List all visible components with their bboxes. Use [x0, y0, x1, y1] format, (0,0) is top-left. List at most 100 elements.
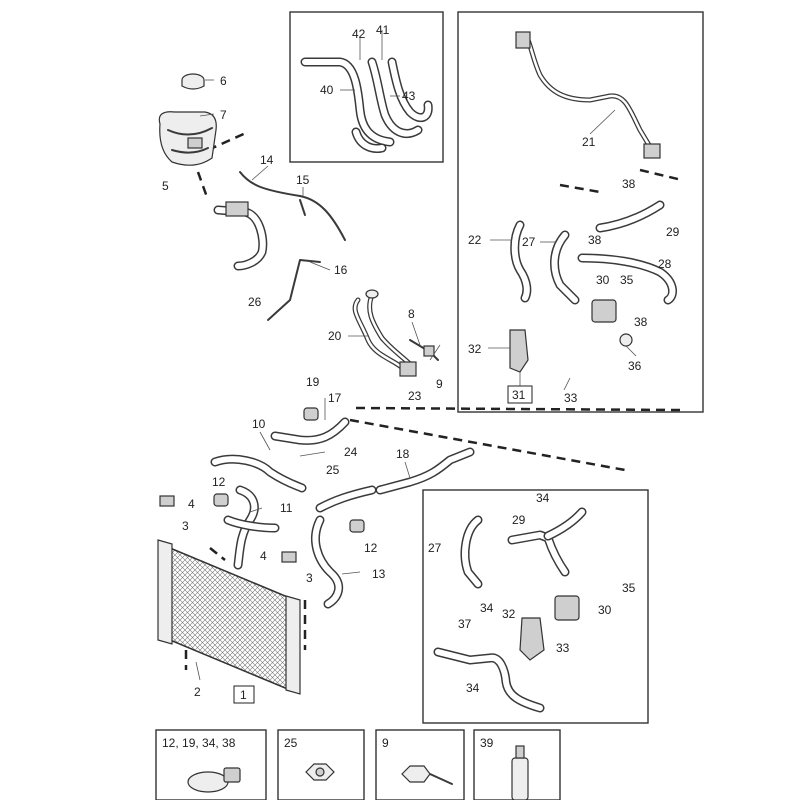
callout-4b: 4	[260, 549, 267, 563]
callout-21: 21	[582, 135, 596, 149]
callout-33b: 33	[556, 641, 570, 655]
hose-22	[510, 220, 532, 303]
legend-box-coolant: 39	[473, 729, 561, 800]
callout-34c: 34	[466, 681, 480, 695]
callout-42: 42	[352, 27, 366, 41]
hose-29	[595, 200, 665, 233]
callout-25: 25	[326, 463, 340, 477]
callout-35: 35	[620, 273, 634, 287]
callout-6: 6	[220, 74, 227, 88]
inset-box-top	[289, 11, 444, 163]
hose-26	[213, 201, 268, 271]
callout-26: 26	[248, 295, 262, 309]
callout-30: 30	[596, 273, 610, 287]
callout-35b: 35	[622, 581, 636, 595]
dashed-connector	[196, 171, 210, 201]
hose-34-37	[433, 647, 545, 713]
dashed-connector	[207, 130, 249, 152]
pipe-21	[515, 31, 661, 159]
callout-19: 19	[306, 375, 320, 389]
legend-nut-label: 25	[284, 736, 298, 750]
callout-27b: 27	[428, 541, 442, 555]
callout-5: 5	[162, 179, 169, 193]
callout-2: 2	[194, 685, 201, 699]
bleed-pipe	[239, 171, 346, 321]
callout-15: 15	[296, 173, 310, 187]
hose-17	[270, 407, 350, 445]
callout-11: 11	[280, 501, 293, 515]
callout-31-box	[507, 385, 533, 404]
callout-31: 31	[512, 388, 526, 402]
callout-29: 29	[666, 225, 680, 239]
bracket-32-bottom	[519, 617, 545, 661]
callout-24: 24	[344, 445, 358, 459]
thermostat-housing-30-bottom	[554, 595, 580, 621]
pipe-assembly-20	[352, 289, 417, 377]
callout-34b: 34	[480, 601, 494, 615]
legend-coolant-label: 39	[480, 736, 494, 750]
callout-23: 23	[408, 389, 422, 403]
callout-36: 36	[628, 359, 642, 373]
expansion-tank	[158, 73, 217, 166]
dashed-connector	[355, 406, 681, 412]
leader-lines	[195, 30, 637, 681]
callout-1-box	[233, 685, 255, 704]
dashed-connector	[209, 547, 226, 561]
callout-34a: 34	[536, 491, 550, 505]
callout-38a: 38	[622, 177, 636, 191]
callout-30b: 30	[598, 603, 612, 617]
hose-set-40-43	[300, 57, 433, 153]
callout-32: 32	[468, 342, 482, 356]
callout-38c: 38	[634, 315, 648, 329]
callout-29b: 29	[512, 513, 526, 527]
callout-9: 9	[436, 377, 443, 391]
callout-14: 14	[260, 153, 274, 167]
legend-bolt-label: 9	[382, 736, 389, 750]
callout-3a: 3	[182, 519, 189, 533]
callout-43: 43	[402, 89, 416, 103]
dashed-connector	[349, 418, 626, 472]
hose-29-bottom	[507, 507, 587, 577]
legend-box-clamp: 12, 19, 34, 38	[155, 729, 267, 800]
hose-27-bottom	[460, 515, 483, 589]
legend-box-nut: 25	[277, 729, 365, 800]
dashed-connector	[559, 183, 601, 194]
callout-16: 16	[334, 263, 348, 277]
bracket-32	[509, 329, 529, 373]
callout-37: 37	[458, 617, 472, 631]
callout-10: 10	[252, 417, 266, 431]
legend-clamp-label: 12, 19, 34, 38	[162, 736, 236, 750]
callout-32b: 32	[502, 607, 516, 621]
hose-27	[550, 230, 580, 305]
callout-41: 41	[376, 23, 390, 37]
inset-box-right	[457, 11, 704, 413]
hose-10	[210, 454, 307, 493]
inset-box-bottom	[422, 489, 649, 724]
callout-13: 13	[372, 567, 386, 581]
callout-33: 33	[564, 391, 578, 405]
callout-22: 22	[468, 233, 482, 247]
hose-11	[213, 485, 280, 570]
thermostat-housing-30	[591, 299, 633, 347]
callout-4a: 4	[188, 497, 195, 511]
callout-27: 27	[522, 235, 536, 249]
callout-8: 8	[408, 307, 415, 321]
callout-12a: 12	[212, 475, 226, 489]
callout-18: 18	[396, 447, 410, 461]
dashed-connector	[639, 168, 683, 182]
hose-28	[577, 253, 677, 305]
legend-box-bolt: 9	[375, 729, 465, 800]
callout-38b: 38	[588, 233, 602, 247]
callout-20: 20	[328, 329, 342, 343]
valve-8	[409, 339, 439, 361]
callout-3b: 3	[306, 571, 313, 585]
radiator	[157, 495, 301, 695]
hose-13	[311, 515, 365, 609]
callout-17: 17	[328, 391, 342, 405]
callout-7: 7	[220, 108, 227, 122]
callout-1: 1	[240, 688, 247, 702]
hose-18	[315, 447, 475, 513]
callout-12b: 12	[364, 541, 378, 555]
callout-40: 40	[320, 83, 334, 97]
